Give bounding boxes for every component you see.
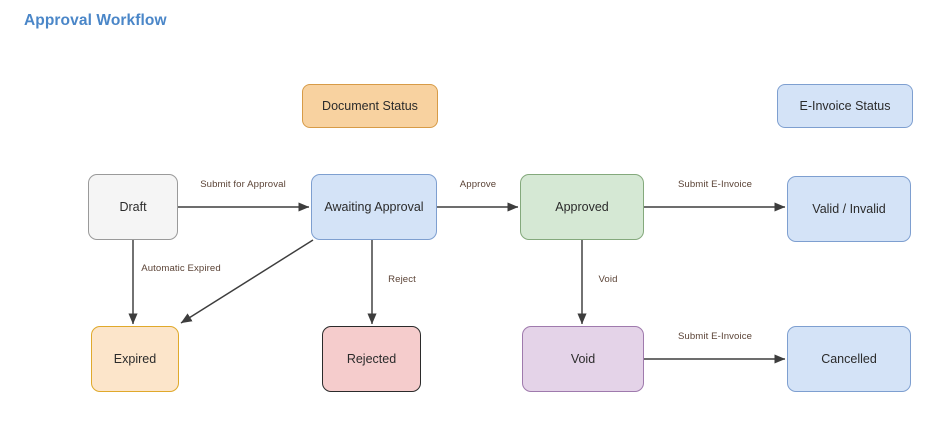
node-void[interactable]: Void [522,326,644,392]
legend-document-status: Document Status [302,84,438,128]
node-awaiting-approval[interactable]: Awaiting Approval [311,174,437,240]
node-cancelled-label: Cancelled [821,351,877,366]
legend-document-status-label: Document Status [322,98,418,113]
legend-e-invoice-status: E-Invoice Status [777,84,913,128]
node-cancelled[interactable]: Cancelled [787,326,911,392]
node-awaiting-approval-label: Awaiting Approval [324,199,424,214]
node-draft[interactable]: Draft [88,174,178,240]
node-expired[interactable]: Expired [91,326,179,392]
node-rejected[interactable]: Rejected [322,326,421,392]
node-valid-invalid[interactable]: Valid / Invalid [787,176,911,242]
node-void-label: Void [570,351,596,366]
edge-label-automatic-expired: Automatic Expired [141,263,221,274]
edge-label-void: Void [598,274,618,285]
legend-e-invoice-status-label: E-Invoice Status [799,98,891,113]
node-expired-label: Expired [113,351,157,366]
node-draft-label: Draft [119,199,147,214]
edge-label-reject: Reject [388,274,416,285]
edge-label-submit-e-invoice-bottom: Submit E-Invoice [677,331,753,342]
edge-label-submit-e-invoice-top: Submit E-Invoice [677,179,753,190]
node-rejected-label: Rejected [346,351,397,366]
node-approved-label: Approved [555,199,609,214]
page-title: Approval Workflow [24,12,167,29]
edge-awaiting-to-expired [180,239,314,324]
edge-label-approve: Approve [459,179,497,190]
edge-label-submit-for-approval: Submit for Approval [200,179,286,190]
node-valid-invalid-label: Valid / Invalid [812,201,886,216]
node-approved[interactable]: Approved [520,174,644,240]
